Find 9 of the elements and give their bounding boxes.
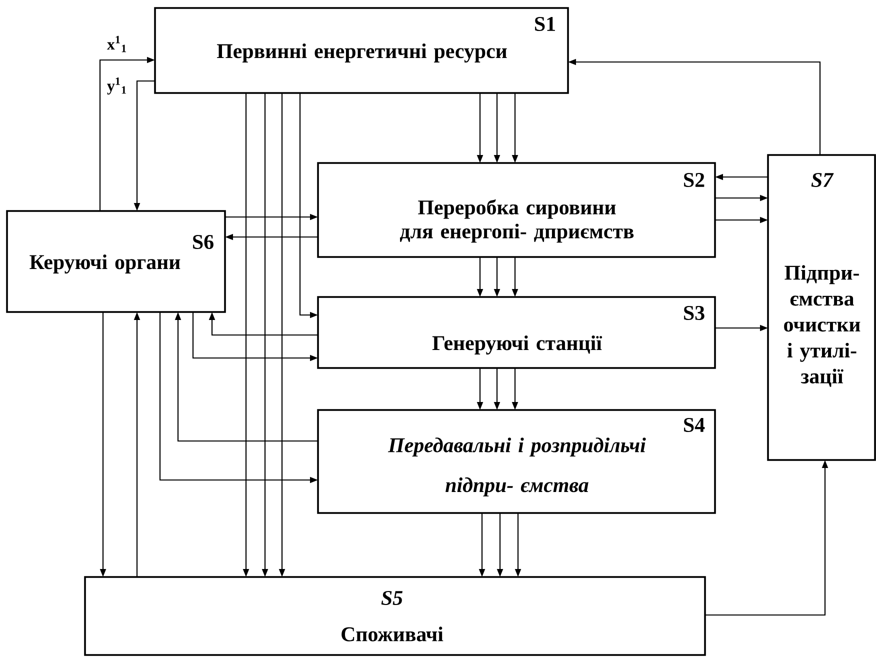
- block-box: S7 Підпри- ємства очистки і утилі- зації: [767, 154, 876, 461]
- block-box: S4 Передавальні і розпридільчі підпри- ємства: [317, 409, 716, 514]
- block-box: S5 Споживачі: [84, 576, 706, 656]
- block-box: S6 Керуючі органи: [6, 210, 226, 313]
- edge-label: y$^{1}$1: [106, 76, 128, 96]
- edge-label: x$^{1}$1: [106, 34, 128, 54]
- block-box: S2 Переробка сировини для енергопі- дприємств: [317, 162, 716, 258]
- block-box: S1 Первинні енергетичні ресурси: [154, 7, 569, 94]
- block-box: S3 Генеруючі станції: [317, 296, 716, 369]
